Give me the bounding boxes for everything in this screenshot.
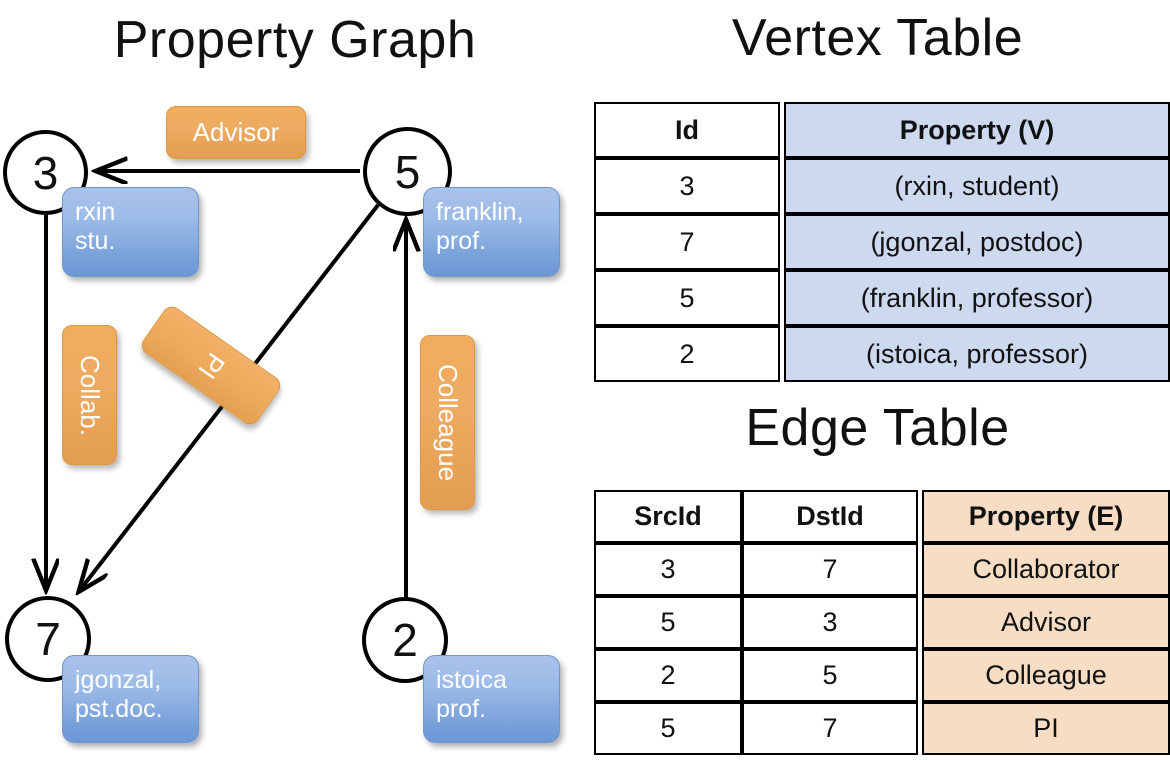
edge-table-cell-property: PI — [922, 702, 1170, 755]
edge-label-advisor[interactable]: Advisor — [166, 106, 306, 159]
vertex-table-cell-property: (jgonzal, postdoc) — [784, 214, 1170, 270]
graph-node-7-label: 7 — [35, 613, 61, 665]
graph-node-5-label: 5 — [394, 145, 421, 198]
node-property-line-2: prof. — [436, 694, 487, 723]
edge-table-cell-dstid: 5 — [742, 649, 918, 702]
edge-table-cell-property: Advisor — [922, 596, 1170, 649]
edge-label-collab[interactable]: Collab. — [62, 325, 117, 465]
edge-label-collab-text: Collab. — [75, 354, 105, 436]
graph-node-5[interactable]: 5 — [363, 127, 452, 216]
edge-table-header-dstid: DstId — [742, 490, 918, 543]
edge-table-header-srcid: SrcId — [594, 490, 742, 543]
vertex-table-cell-id: 7 — [594, 214, 780, 270]
edge-table-cell-property: Colleague — [922, 649, 1170, 702]
graph-node-2-label: 2 — [392, 614, 418, 666]
edge-label-pi-text: PI — [192, 347, 231, 385]
vertex-table-header-id: Id — [594, 102, 780, 158]
edge-label-colleague[interactable]: Colleague — [420, 335, 475, 510]
graph-node-2[interactable]: 2 — [362, 597, 448, 683]
node-property-line-2: prof. — [436, 226, 487, 255]
vertex-table-cell-property: (rxin, student) — [784, 158, 1170, 214]
vertex-table-cell-id: 2 — [594, 326, 780, 382]
vertex-table-cell-property: (istoica, professor) — [784, 326, 1170, 382]
page-title-vertex-table: Vertex Table — [731, 9, 1024, 67]
edge-table-cell-property: Collaborator — [922, 543, 1170, 596]
edge-table-cell-srcid: 5 — [594, 702, 742, 755]
node-property-line-1: rxin — [75, 198, 116, 226]
vertex-table-cell-property: (franklin, professor) — [784, 270, 1170, 326]
edge-table-cell-srcid: 3 — [594, 543, 742, 596]
node-property-line-2: pst.doc. — [75, 694, 163, 723]
node-property-line-1: istoica — [436, 666, 507, 694]
node-property-line-2: stu. — [75, 226, 116, 255]
node-property-box-istoica[interactable]: istoica prof. — [423, 655, 560, 743]
edge-label-advisor-text: Advisor — [192, 117, 280, 147]
edge-table-cell-dstid: 7 — [742, 702, 918, 755]
edge-table-header-property: Property (E) — [922, 490, 1170, 543]
page-title-property-graph: Property Graph — [113, 11, 477, 69]
edge-table-cell-srcid: 2 — [594, 649, 742, 702]
page-title-edge-table: Edge Table — [745, 399, 1010, 457]
vertex-table-cell-id: 5 — [594, 270, 780, 326]
node-property-box-franklin[interactable]: franklin, prof. — [423, 187, 560, 277]
node-property-line-1: franklin, — [436, 198, 524, 226]
edge-table-cell-srcid: 5 — [594, 596, 742, 649]
vertex-table-cell-id: 3 — [594, 158, 780, 214]
node-property-box-rxin[interactable]: rxin stu. — [62, 187, 199, 277]
edge-table-cell-dstid: 7 — [742, 543, 918, 596]
node-property-line-1: jgonzal, — [75, 666, 162, 694]
graph-node-3-label: 3 — [32, 146, 59, 199]
vertex-table-header-property: Property (V) — [784, 102, 1170, 158]
edge-table-cell-dstid: 3 — [742, 596, 918, 649]
edge-label-colleague-text: Colleague — [433, 363, 463, 482]
node-property-box-jgonzal[interactable]: jgonzal, pst.doc. — [62, 655, 199, 743]
